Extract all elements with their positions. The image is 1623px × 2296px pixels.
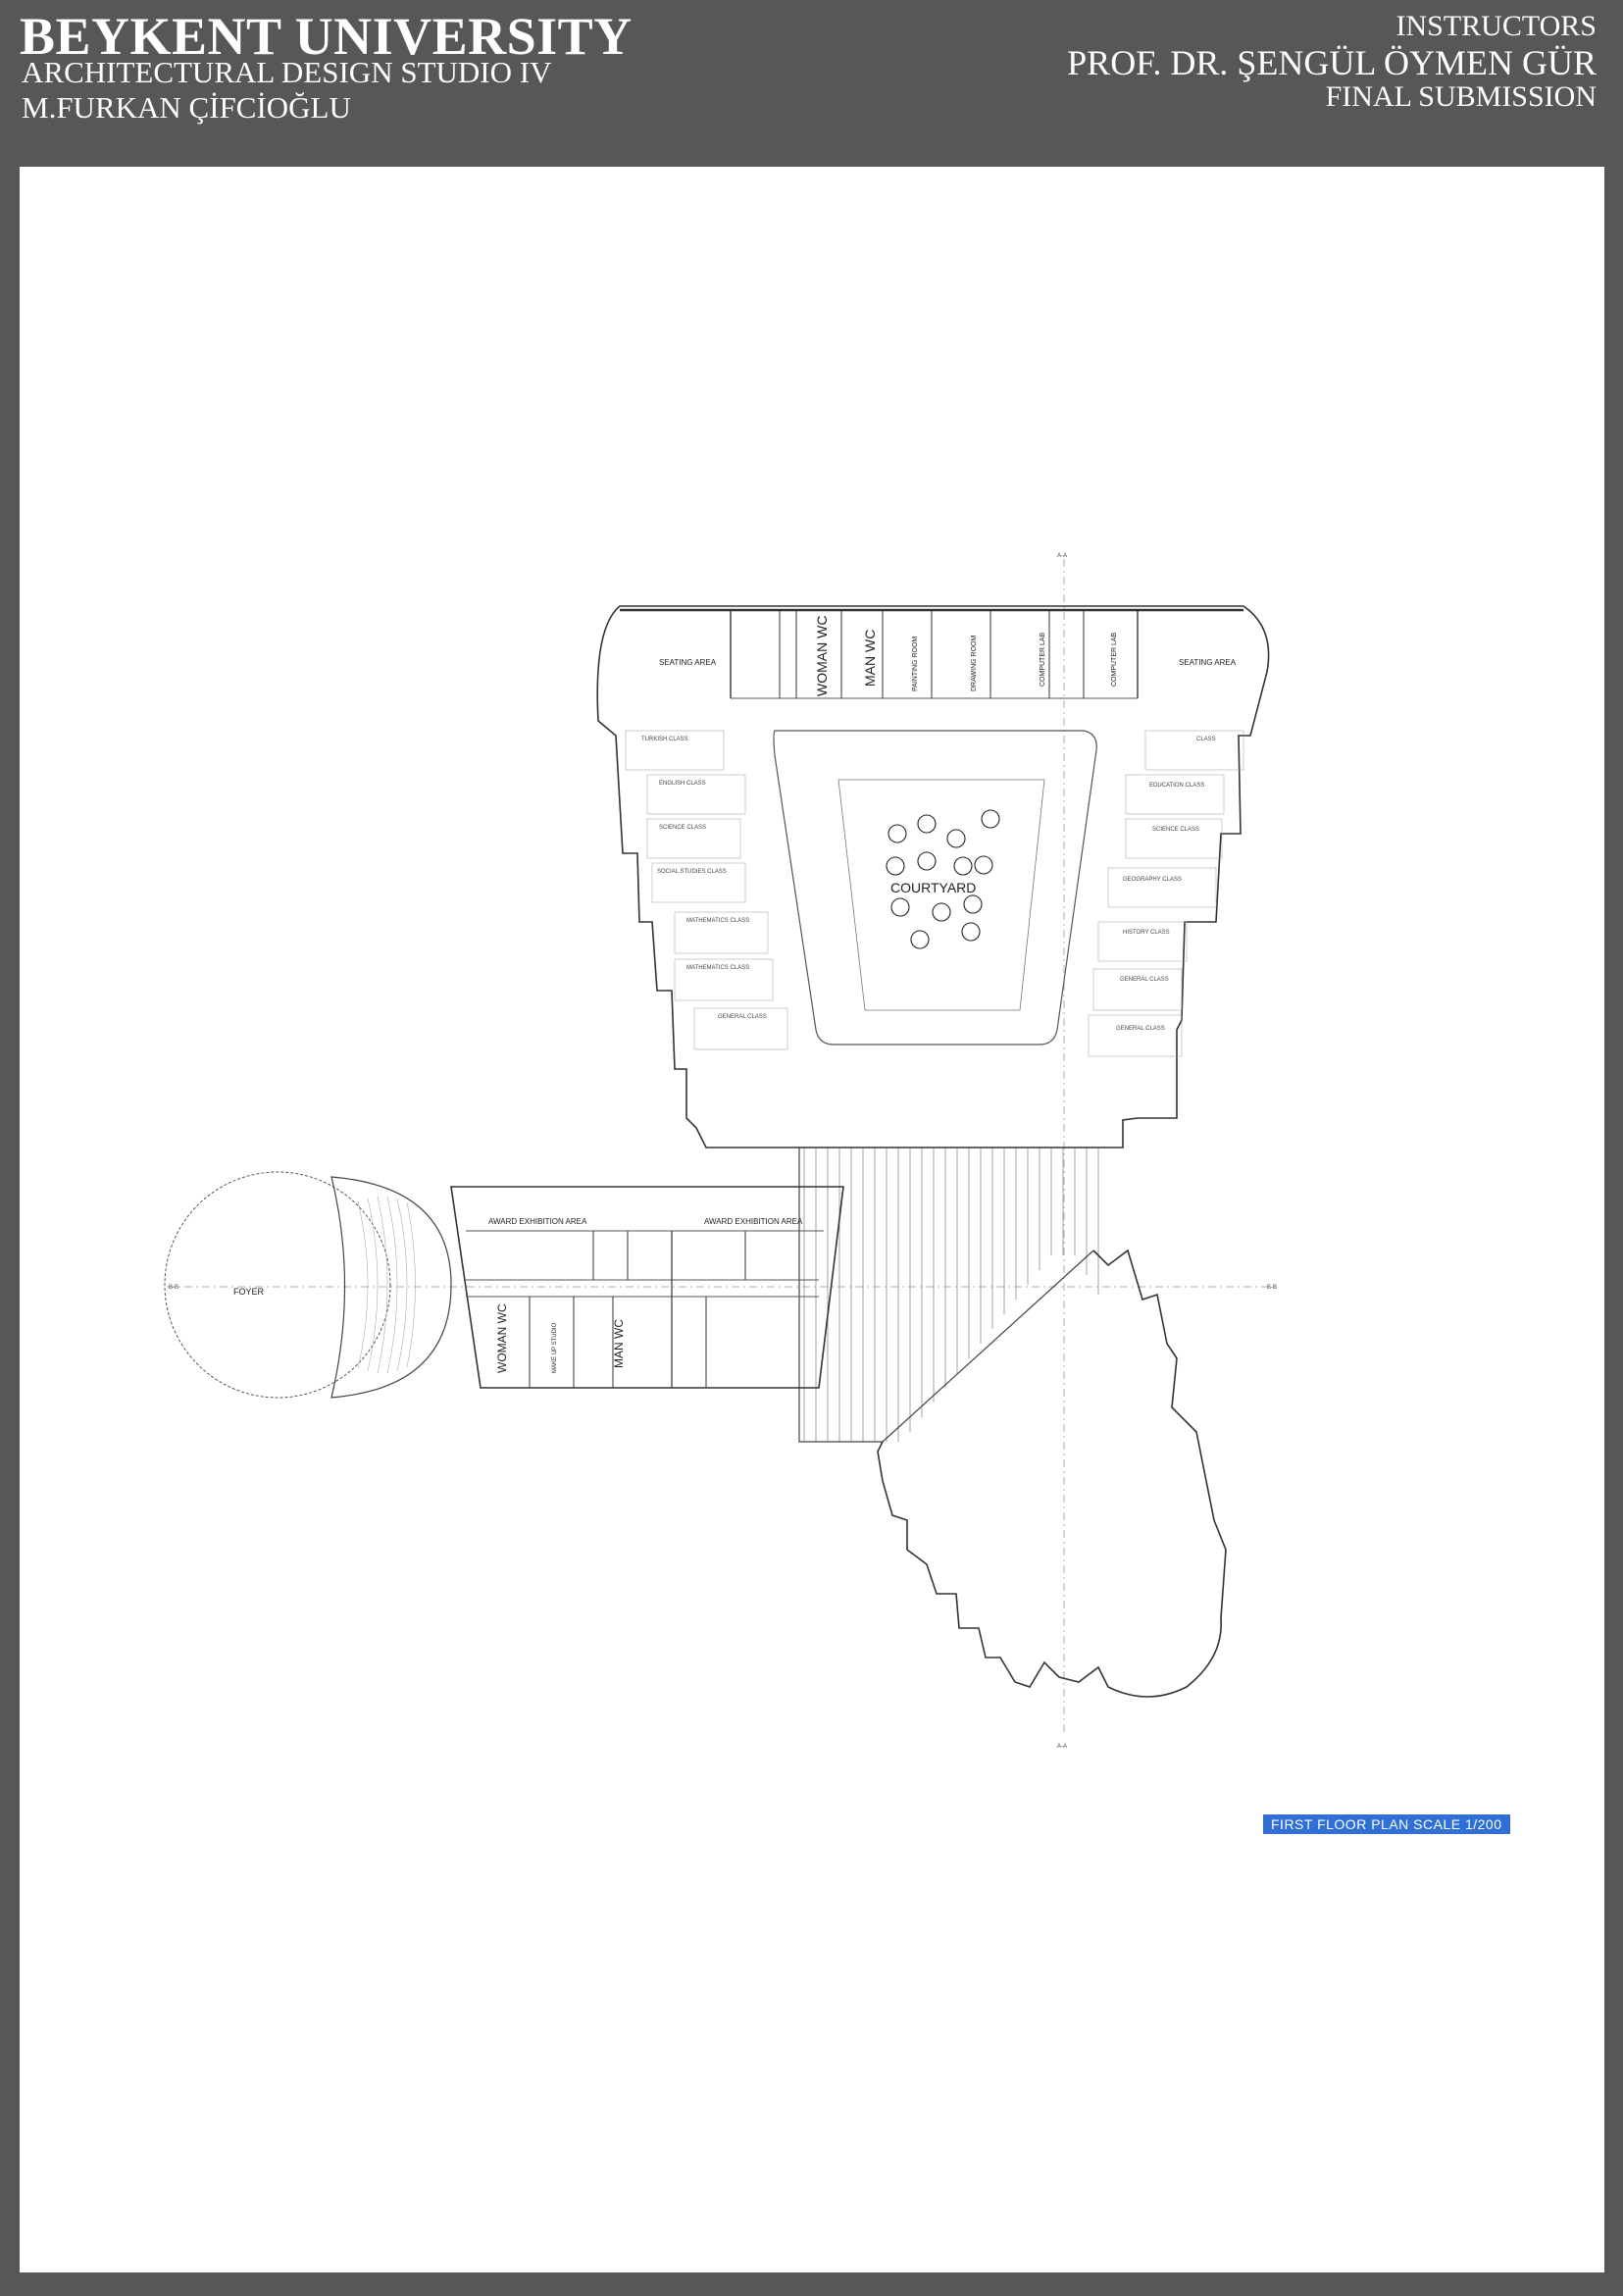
classroom-left-6: MATHEMATICS CLASS <box>686 965 749 971</box>
submission-label: FINAL SUBMISSION <box>1325 80 1597 113</box>
classroom-left-3: SCIENCE CLASS <box>659 825 706 831</box>
instructor-name: PROF. DR. ŞENGÜL ÖYMEN GÜR <box>1067 43 1597 82</box>
plan-caption: FIRST FLOOR PLAN SCALE 1/200 <box>1263 1814 1510 1834</box>
classroom-block-outline <box>596 605 1270 1148</box>
room-computer-lab-2: COMPUTER LAB <box>1111 632 1118 687</box>
section-mark-left: B-B <box>169 1285 178 1291</box>
courtyard-inner <box>837 779 1045 1011</box>
studio-name: ARCHITECTURAL DESIGN STUDIO IV <box>22 55 552 89</box>
room-painting: PAINTING ROOM <box>912 637 919 691</box>
room-seating-right: SEATING AREA <box>1179 658 1237 667</box>
classroom-left-4: SOCIAL STUDIES CLASS <box>657 869 727 875</box>
first-floor-plan: A-A A-A B-B B-B SEATING AREA SEATING ARE… <box>164 553 1277 1750</box>
room-woman-wc-top: WOMAN WC <box>814 616 830 696</box>
classroom-right-3: SCIENCE CLASS <box>1152 827 1199 833</box>
classroom-right-6: GENERAL CLASS <box>1120 977 1169 983</box>
room-make-up-studio: MAKE UP STUDIO <box>552 1322 558 1373</box>
classroom-right-1: CLASS <box>1196 737 1216 742</box>
room-drawing: DRAWING ROOM <box>971 636 978 691</box>
courtyard-trees <box>886 809 1000 949</box>
room-seating-left: SEATING AREA <box>659 658 717 667</box>
section-mark-right: B-B <box>1267 1285 1277 1291</box>
auditorium-seating <box>357 1196 416 1374</box>
room-woman-wc-bottom: WOMAN WC <box>495 1303 509 1373</box>
classroom-left-2: ENGLISH CLASS <box>659 781 706 787</box>
courtyard-outline <box>773 730 1097 1046</box>
section-mark-top: A-A <box>1057 553 1067 559</box>
classroom-left-5: MATHEMATICS CLASS <box>686 918 749 924</box>
room-award-exhibition-1: AWARD EXHIBITION AREA <box>488 1217 587 1226</box>
corridor-block-outline <box>450 1186 844 1389</box>
auditorium-outline <box>330 1176 452 1399</box>
ramp-edge <box>798 1148 1094 1443</box>
foyer-circle <box>164 1171 391 1399</box>
classroom-right-5: HISTORY CLASS <box>1123 930 1170 936</box>
section-mark-bottom: A-A <box>1057 1744 1067 1750</box>
classroom-right-7: GENERAL CLASS <box>1116 1026 1165 1032</box>
classroom-left-1: TURKISH CLASS <box>641 737 688 742</box>
classroom-desks-left <box>625 730 788 1050</box>
room-award-exhibition-2: AWARD EXHIBITION AREA <box>704 1217 803 1226</box>
drawing-sheet: A-A A-A B-B B-B SEATING AREA SEATING ARE… <box>20 167 1604 2272</box>
ramp-stairs <box>803 1148 1099 1442</box>
room-foyer: FOYER <box>233 1287 265 1297</box>
room-courtyard: COURTYARD <box>890 880 976 895</box>
university-title: BEYKENT UNIVERSITY <box>20 7 633 66</box>
room-man-wc-bottom: MAN WC <box>612 1319 626 1368</box>
lower-building-outline <box>877 1249 1227 1698</box>
room-man-wc-top: MAN WC <box>862 630 878 687</box>
room-computer-lab-1: COMPUTER LAB <box>1040 632 1046 687</box>
classroom-right-4: GEOGRAPHY CLASS <box>1123 877 1182 883</box>
instructors-label: INSTRUCTORS <box>1395 10 1598 42</box>
classroom-right-2: EDUCATION CLASS <box>1149 783 1204 789</box>
classroom-left-7: GENERAL CLASS <box>718 1014 767 1020</box>
author-name: M.FURKAN ÇİFCİOĞLU <box>22 90 351 125</box>
classroom-desks-right <box>1088 730 1244 1057</box>
